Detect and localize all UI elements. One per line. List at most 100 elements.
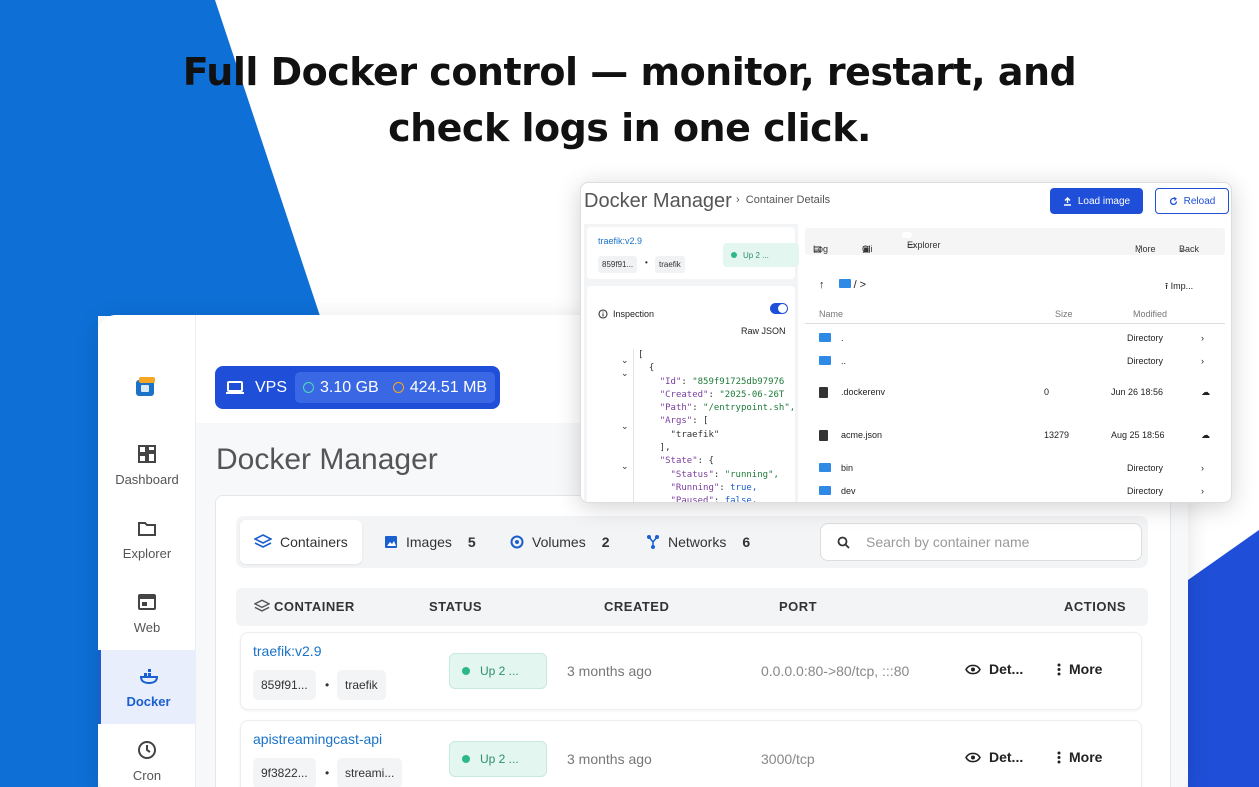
sidebar-item-label: Explorer — [122, 545, 172, 561]
chevron-down-icon[interactable]: ⌄ — [621, 421, 629, 431]
terminal-icon: ▣ — [862, 244, 871, 254]
json-line: { — [638, 363, 655, 374]
download-icon[interactable]: ☁ — [1201, 387, 1210, 397]
chevron-down-icon[interactable]: ⌄ — [621, 461, 629, 471]
detail-tabs: ▤Log ▣Cli ▭Explorer ⋮More ←Back — [805, 228, 1225, 255]
file-modified: Directory — [1127, 333, 1164, 343]
disk-value: 3.10 GB — [320, 378, 379, 396]
details-button[interactable]: Det... — [965, 749, 1023, 765]
sidebar-item-dashboard[interactable]: Dashboard — [98, 428, 196, 502]
tab-networks[interactable]: Networks 6 — [646, 520, 750, 564]
info-icon — [598, 309, 608, 319]
json-line: "State": { — [659, 456, 714, 467]
status-badge: Up 2 ... — [449, 653, 547, 689]
sidebar-item-label: Docker — [126, 693, 171, 709]
container-id: 9f3822... — [253, 758, 316, 787]
column-header-container[interactable]: CONTAINER — [274, 599, 355, 614]
status-badge: Up 2 ... — [723, 243, 799, 267]
reload-button[interactable]: Reload — [1155, 188, 1229, 214]
container-short-name: traefik — [655, 256, 685, 273]
json-line: "Path": "/entrypoint.sh", — [659, 403, 793, 414]
sidebar-item-cron[interactable]: Cron — [98, 724, 196, 787]
file-explorer-panel: ▤Log ▣Cli ▭Explorer ⋮More ←Back ↑ / > ⭱ … — [805, 228, 1225, 502]
raw-json-toggle[interactable] — [770, 303, 788, 314]
file-table-header: Name Size Modified — [805, 305, 1225, 324]
port-value: 0.0.0.0:80->80/tcp, :::80 — [761, 663, 910, 679]
disk-stat: 3.10 GB — [303, 379, 379, 397]
inspection-panel: Inspection Raw JSON ⌄ ⌄ ⌄ ⌄ [ { "Id": "8… — [587, 286, 795, 503]
json-line: "Paused": false, — [670, 496, 758, 503]
file-size: 0 — [1044, 387, 1050, 397]
container-short-name: traefik — [337, 670, 386, 700]
sidebar-item-docker[interactable]: Docker — [98, 650, 196, 724]
more-button[interactable]: More — [1057, 661, 1102, 677]
tab-images[interactable]: Images 5 — [384, 520, 476, 564]
path-breadcrumb[interactable]: / > — [838, 279, 866, 291]
import-button[interactable]: ⭱ Imp... — [1165, 279, 1193, 295]
more-vertical-icon — [1057, 663, 1061, 675]
folder-icon — [819, 463, 831, 472]
upload-icon — [1063, 196, 1071, 206]
sidebar-item-web[interactable]: Web — [98, 576, 196, 650]
chevron-right-icon[interactable]: › — [1201, 463, 1204, 473]
vps-label: VPS — [255, 378, 288, 396]
download-icon[interactable]: ☁ — [1201, 430, 1210, 440]
chevron-right-icon[interactable]: › — [1201, 356, 1204, 366]
more-button[interactable]: More — [1057, 749, 1102, 765]
load-image-button[interactable]: Load image — [1050, 188, 1143, 214]
vps-selector[interactable]: VPS 3.10 GB 424.51 MB — [215, 366, 500, 409]
column-header-port[interactable]: PORT — [779, 599, 818, 614]
json-line: "traefik" — [638, 429, 720, 440]
details-button[interactable]: Det... — [965, 661, 1023, 677]
separator-dot: • — [645, 258, 648, 267]
json-line: "Status": "running", — [670, 469, 779, 480]
column-header-name[interactable]: Name — [819, 309, 844, 319]
tab-label: Volumes — [532, 534, 586, 550]
column-header-created[interactable]: CREATED — [604, 599, 670, 614]
column-header-size[interactable]: Size — [1055, 309, 1073, 319]
file-modified: Directory — [1127, 486, 1164, 496]
column-header-status[interactable]: STATUS — [429, 599, 483, 614]
file-icon — [819, 430, 828, 441]
folder-icon — [819, 356, 831, 365]
file-row[interactable]: ..Directory› — [805, 352, 1225, 372]
sidebar-item-explorer[interactable]: Explorer — [98, 502, 196, 576]
status-text: Up 2 ... — [480, 752, 519, 766]
chevron-right-icon[interactable]: › — [1201, 486, 1204, 496]
chevron-down-icon[interactable]: ⌄ — [621, 355, 629, 365]
file-row[interactable]: .Directory› — [805, 329, 1225, 349]
tab-label: Cli — [862, 244, 873, 254]
tab-label: Containers — [280, 534, 348, 550]
json-line: ], — [638, 443, 671, 454]
port-value: 3000/tcp — [761, 751, 815, 767]
chevron-right-icon: › — [736, 194, 746, 206]
disk-icon — [303, 381, 315, 393]
column-header-modified[interactable]: Modified — [1133, 309, 1168, 319]
eye-icon — [965, 752, 981, 762]
json-line: "Running": true, — [670, 482, 758, 493]
tab-count: 6 — [742, 534, 751, 550]
container-name-link[interactable]: apistreamingcast-api — [253, 731, 383, 747]
chevron-down-icon[interactable]: ⌄ — [621, 368, 629, 378]
search-input[interactable]: Search by container name — [820, 523, 1142, 561]
tab-volumes[interactable]: Volumes 2 — [510, 520, 610, 564]
sidebar-item-label: Web — [133, 619, 161, 635]
container-summary-card: traefik:v2.9 859f91... • traefik Up 2 ..… — [587, 227, 799, 279]
arrow-up-icon[interactable]: ↑ — [819, 279, 825, 291]
separator-dot: • — [325, 678, 330, 692]
tab-explorer[interactable]: ▭Explorer — [902, 232, 941, 250]
folder-icon — [838, 279, 851, 288]
reload-label: Reload — [1183, 195, 1216, 207]
json-line: [ — [638, 350, 644, 360]
file-name: acme.json — [841, 430, 883, 440]
layers-icon — [254, 599, 270, 612]
folder-icon — [819, 486, 831, 495]
tab-containers[interactable]: Containers — [240, 520, 362, 564]
container-name-link[interactable]: traefik:v2.9 — [253, 643, 322, 659]
file-name: .dockerenv — [841, 387, 886, 397]
chevron-right-icon[interactable]: › — [1201, 333, 1204, 343]
